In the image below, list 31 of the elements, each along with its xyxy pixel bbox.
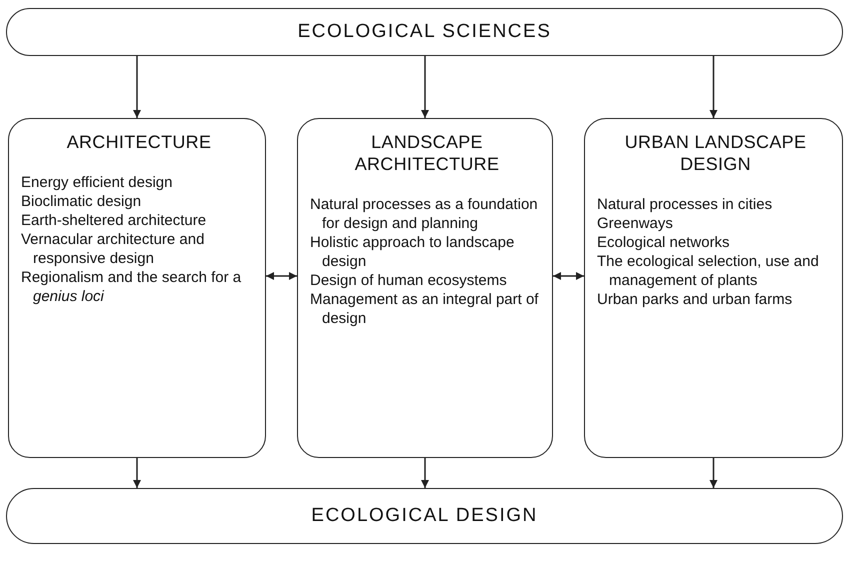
list-item: Holistic approach to landscape design (310, 233, 516, 271)
list-item: Earth-sheltered architecture (21, 211, 208, 230)
box-heading: ARCHITECTURE (66, 131, 212, 153)
list-item: Energy efficient design (21, 173, 174, 192)
box-heading: LANDSCAPE ARCHITECTURE (354, 131, 500, 175)
process-box (8, 118, 266, 458)
list-item: Regionalism and the search for a genius loci (21, 268, 242, 306)
banner-title: ECOLOGICAL SCIENCES (298, 21, 552, 43)
list-item: Vernacular architecture and responsive design (21, 230, 206, 268)
box-heading: URBAN LANDSCAPE DESIGN (624, 131, 808, 175)
list-item: Natural processes as a foundation for design and planning (310, 195, 539, 233)
list-item: Greenways (597, 214, 674, 233)
list-item: The ecological selection, use and management of plants (597, 252, 820, 290)
arrow (266, 272, 297, 280)
process-box (584, 118, 843, 458)
arrow (421, 458, 429, 488)
arrow (133, 458, 141, 488)
arrow (710, 458, 718, 488)
list-item: Management as an integral part of design (310, 290, 540, 328)
banner-title: ECOLOGICAL DESIGN (311, 505, 538, 527)
list-item: Design of human ecosystems (310, 271, 508, 290)
rounded-banner (6, 8, 843, 56)
list-item: Bioclimatic design (21, 192, 142, 211)
arrow (710, 56, 718, 118)
arrow (421, 56, 429, 118)
arrow (133, 56, 141, 118)
list-item: Natural processes in cities (597, 195, 774, 214)
list-item: Urban parks and urban farms (597, 290, 794, 309)
process-box (297, 118, 553, 458)
list-item: Ecological networks (597, 233, 731, 252)
arrow (553, 272, 584, 280)
